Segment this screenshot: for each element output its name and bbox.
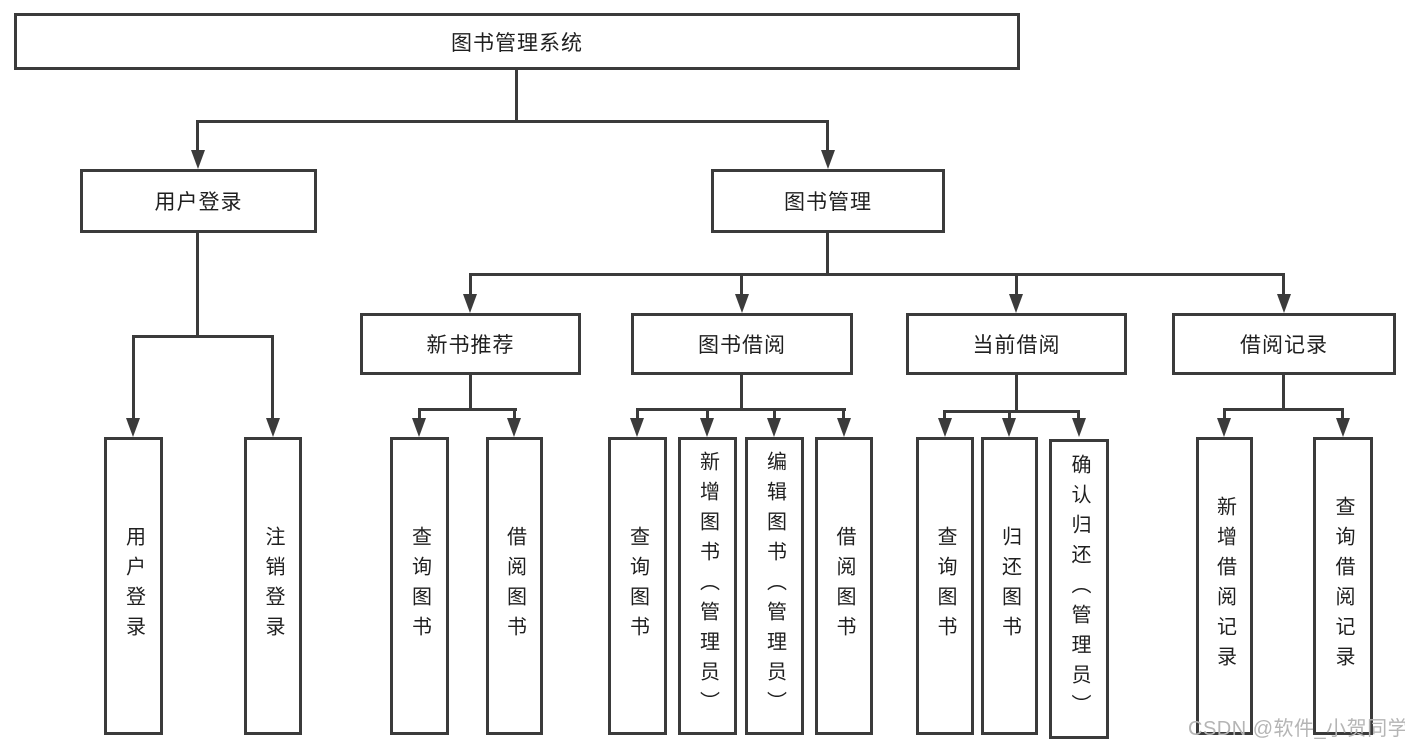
node-new-book-recommend-label: 新书推荐 xyxy=(426,334,515,357)
connector-line xyxy=(826,120,829,152)
watermark-text: CSDN @软件_小贺同学 xyxy=(1188,718,1405,740)
node-leaf-query-books-1: 查询图书 xyxy=(390,437,449,735)
leaf-label: 查询图书 xyxy=(934,526,956,646)
arrow-down-icon xyxy=(191,150,205,169)
connector-line xyxy=(706,408,709,420)
connector-line xyxy=(826,233,829,275)
connector-line xyxy=(196,120,829,123)
leaf-label: 借阅图书 xyxy=(503,526,526,646)
node-leaf-query-borrow-record: 查询借阅记录 xyxy=(1313,437,1373,735)
connector-line xyxy=(1223,408,1226,420)
node-leaf-logout: 注销登录 xyxy=(244,437,302,735)
connector-line xyxy=(418,408,517,411)
connector-line xyxy=(469,273,1285,276)
node-new-book-recommend: 新书推荐 xyxy=(360,313,581,375)
connector-line xyxy=(1077,410,1080,420)
node-current-borrow-label: 当前借阅 xyxy=(972,334,1061,357)
connector-line xyxy=(943,410,946,420)
arrow-down-icon xyxy=(1277,294,1291,313)
connector-line xyxy=(1341,408,1344,420)
connector-line xyxy=(271,335,274,420)
leaf-label: 确认归还（管理员） xyxy=(1068,454,1090,724)
connector-line xyxy=(842,408,845,420)
arrow-down-icon xyxy=(821,150,835,169)
connector-line xyxy=(1282,375,1285,408)
node-leaf-query-books-3: 查询图书 xyxy=(916,437,974,735)
node-leaf-query-books-2: 查询图书 xyxy=(608,437,667,735)
connector-line xyxy=(636,408,846,411)
connector-line xyxy=(469,273,472,296)
arrow-down-icon xyxy=(938,418,952,437)
node-current-borrow: 当前借阅 xyxy=(906,313,1127,375)
node-user-login: 用户登录 xyxy=(80,169,317,233)
arrow-down-icon xyxy=(735,294,749,313)
connector-line xyxy=(740,375,743,408)
node-root-label: 图书管理系统 xyxy=(451,31,583,55)
connector-line xyxy=(1223,408,1343,411)
node-borrow-records: 借阅记录 xyxy=(1172,313,1396,375)
connector-line xyxy=(418,408,421,420)
node-borrow-records-label: 借阅记录 xyxy=(1240,334,1328,357)
arrow-down-icon xyxy=(507,418,521,437)
leaf-label: 查询图书 xyxy=(626,526,649,646)
connector-line xyxy=(132,335,274,338)
connector-line xyxy=(196,233,199,335)
arrow-down-icon xyxy=(700,418,714,437)
node-book-borrow: 图书借阅 xyxy=(631,313,853,375)
arrow-down-icon xyxy=(126,418,140,437)
arrow-down-icon xyxy=(412,418,426,437)
leaf-label: 新增图书（管理员） xyxy=(696,451,719,721)
leaf-label: 注销登录 xyxy=(262,526,284,646)
arrow-down-icon xyxy=(266,418,280,437)
node-leaf-return-books: 归还图书 xyxy=(981,437,1038,735)
node-leaf-borrow-books-1: 借阅图书 xyxy=(486,437,543,735)
arrow-down-icon xyxy=(463,294,477,313)
arrow-down-icon xyxy=(630,418,644,437)
leaf-label: 借阅图书 xyxy=(833,526,855,646)
arrow-down-icon xyxy=(1336,418,1350,437)
connector-line xyxy=(513,408,516,420)
connector-line xyxy=(196,120,199,152)
node-leaf-borrow-books-2: 借阅图书 xyxy=(815,437,873,735)
node-book-management-label: 图书管理 xyxy=(784,191,872,214)
leaf-label: 编辑图书（管理员） xyxy=(763,451,786,721)
connector-line xyxy=(943,410,1080,413)
connector-line xyxy=(469,375,472,408)
leaf-label: 用户登录 xyxy=(122,526,145,646)
leaf-label: 归还图书 xyxy=(998,526,1021,646)
connector-line xyxy=(1282,273,1285,296)
arrow-down-icon xyxy=(1002,418,1016,437)
leaf-label: 新增借阅记录 xyxy=(1213,496,1236,676)
leaf-label: 查询图书 xyxy=(408,526,431,646)
node-user-login-label: 用户登录 xyxy=(154,191,243,214)
node-leaf-confirm-return-admin: 确认归还（管理员） xyxy=(1049,439,1109,739)
node-leaf-add-book-admin: 新增图书（管理员） xyxy=(678,437,737,735)
arrow-down-icon xyxy=(1072,418,1086,437)
connector-line xyxy=(1015,273,1018,296)
node-leaf-edit-book-admin: 编辑图书（管理员） xyxy=(745,437,804,735)
connector-line xyxy=(773,408,776,420)
connector-line xyxy=(740,273,743,296)
connector-line xyxy=(515,68,518,120)
connector-line xyxy=(636,408,639,420)
node-book-borrow-label: 图书借阅 xyxy=(698,334,786,357)
node-book-management: 图书管理 xyxy=(711,169,945,233)
leaf-label: 查询借阅记录 xyxy=(1332,496,1354,676)
connector-line xyxy=(1008,410,1011,420)
connector-line xyxy=(1015,375,1018,410)
node-root: 图书管理系统 xyxy=(14,13,1020,70)
arrow-down-icon xyxy=(767,418,781,437)
node-leaf-add-borrow-record: 新增借阅记录 xyxy=(1196,437,1253,735)
arrow-down-icon xyxy=(837,418,851,437)
arrow-down-icon xyxy=(1217,418,1231,437)
arrow-down-icon xyxy=(1009,294,1023,313)
connector-line xyxy=(132,335,135,420)
node-leaf-user-login: 用户登录 xyxy=(104,437,163,735)
